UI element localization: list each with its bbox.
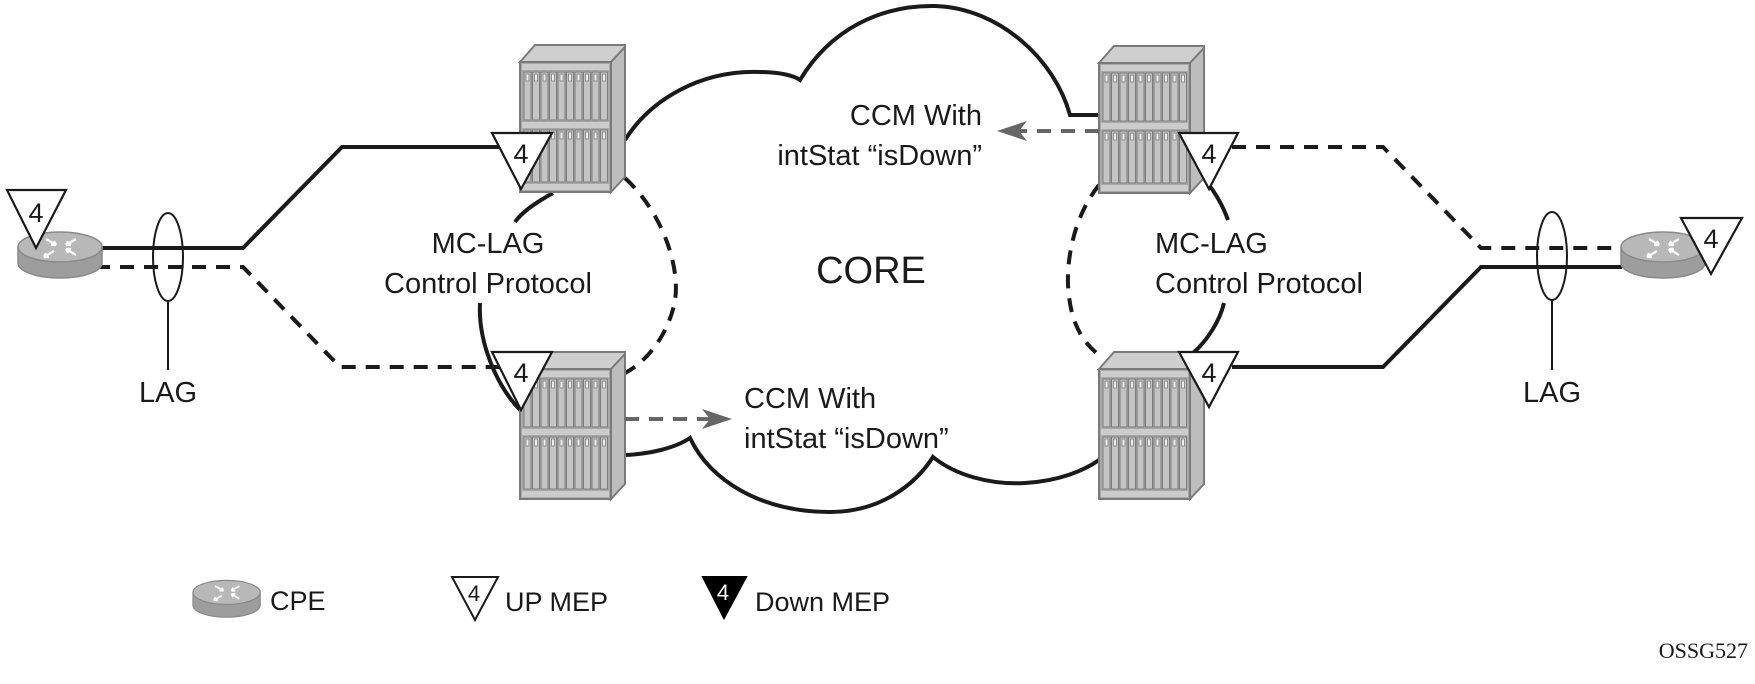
lag-right-label: LAG (1523, 377, 1581, 409)
ccm-arrow-left (997, 121, 1099, 141)
mclag-right-line1: MC-LAG (1155, 228, 1268, 260)
router-left-top (519, 44, 626, 193)
mclag-left-line2: Control Protocol (384, 268, 592, 300)
link-right-active (1232, 265, 1622, 369)
link-left-active (96, 145, 500, 250)
mclag-left-line1: MC-LAG (432, 228, 545, 260)
svg-text:4: 4 (513, 358, 528, 388)
mclag-left-dashed (623, 176, 678, 375)
core-cloud-top (623, 3, 1099, 142)
legend-up-mep-label: UP MEP (505, 587, 608, 617)
svg-text:4: 4 (717, 580, 729, 605)
svg-text:4: 4 (468, 581, 480, 606)
link-right-standby (1232, 145, 1622, 250)
ccm-arrow-right (625, 409, 732, 429)
mclag-left-solid-lower (477, 302, 524, 414)
svg-text:4: 4 (1201, 139, 1216, 169)
ccm-top-line1: CCM With (850, 100, 982, 132)
mclag-right-dashed (1065, 183, 1101, 357)
core-label: CORE (816, 250, 926, 292)
lag-right (1536, 211, 1568, 370)
ccm-top-line2: intStat “isDown” (777, 140, 982, 172)
svg-text:4: 4 (513, 139, 528, 169)
up-mep-icon-router-right-bottom: 4 (1177, 350, 1240, 410)
ccm-bottom-line1: CCM With (744, 383, 876, 415)
svg-text:4: 4 (1201, 358, 1216, 388)
mclag-right-solid-lower (1191, 302, 1226, 355)
up-mep-icon-cpe-right: 4 (1679, 216, 1744, 277)
up-mep-icon-router-right-top: 4 (1177, 131, 1240, 192)
legend-down-mep-icon: 4 (701, 576, 748, 621)
lag-left (152, 212, 184, 370)
figure-id: OSSG527 (1659, 638, 1748, 663)
legend: CPE 4 UP MEP 4 Down MEP (192, 576, 890, 623)
up-mep-icon-cpe-left: 4 (5, 188, 68, 251)
svg-text:4: 4 (1703, 224, 1718, 254)
lag-left-label: LAG (139, 377, 197, 409)
legend-up-mep-icon: 4 (450, 576, 500, 623)
svg-text:4: 4 (28, 198, 43, 228)
up-mep-icon-router-left-top: 4 (490, 131, 554, 192)
up-mep-icon-router-left-bottom: 4 (490, 350, 554, 413)
legend-cpe-label: CPE (270, 586, 326, 616)
mclag-right-line2: Control Protocol (1155, 268, 1363, 300)
core-cloud-bottom (624, 435, 1101, 515)
mclag-left-solid-upper (513, 191, 554, 224)
router-right-top (1098, 45, 1205, 194)
ccm-bottom-line2: intStat “isDown” (744, 423, 949, 455)
legend-cpe-icon (192, 579, 262, 619)
link-left-standby (96, 265, 500, 369)
router-right-bottom (1098, 351, 1205, 500)
legend-down-mep-label: Down MEP (755, 587, 890, 617)
